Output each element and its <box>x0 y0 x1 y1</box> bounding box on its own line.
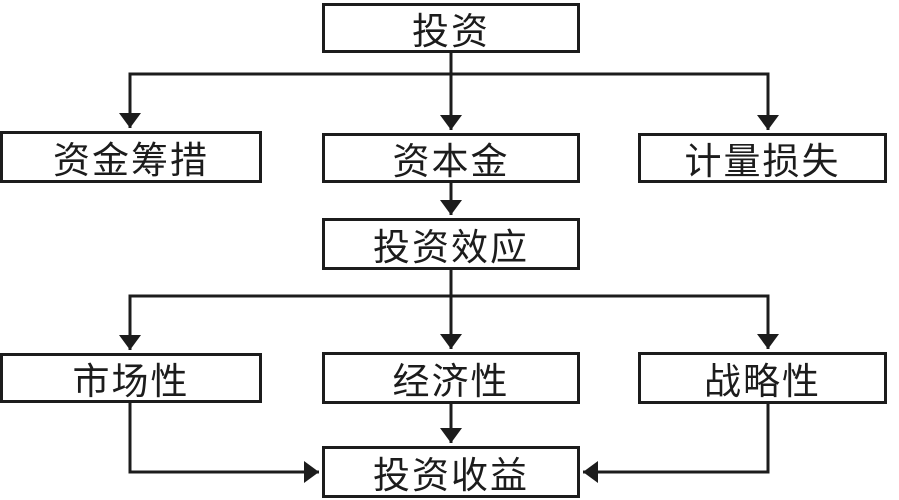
edge-strategy-to-return <box>583 404 770 483</box>
box-fund-raising: 资金筹措 <box>0 131 262 183</box>
box-capital: 资本金 <box>322 133 580 183</box>
box-capital-label: 资本金 <box>392 142 510 183</box>
box-economy-label: 经济性 <box>392 362 510 403</box>
box-strategy: 战略性 <box>638 352 887 404</box>
box-loss-measurement-label: 计量损失 <box>684 142 841 183</box>
box-investment: 投资 <box>322 3 580 53</box>
box-strategy-label: 战略性 <box>704 362 821 403</box>
box-loss-measurement: 计量损失 <box>638 133 887 183</box>
edge-marketability-to-return <box>128 403 319 483</box>
box-investment-effect-label: 投资效应 <box>373 228 529 269</box>
box-investment-label: 投资 <box>412 12 490 53</box>
box-investment-return: 投资收益 <box>322 446 580 498</box>
box-investment-effect: 投资效应 <box>322 218 580 270</box>
box-fund-raising-label: 资金筹措 <box>53 141 209 182</box>
box-marketability-label: 市场性 <box>72 362 190 403</box>
box-economy: 经济性 <box>322 352 580 404</box>
box-investment-return-label: 投资收益 <box>373 456 529 497</box>
box-marketability: 市场性 <box>0 353 262 403</box>
